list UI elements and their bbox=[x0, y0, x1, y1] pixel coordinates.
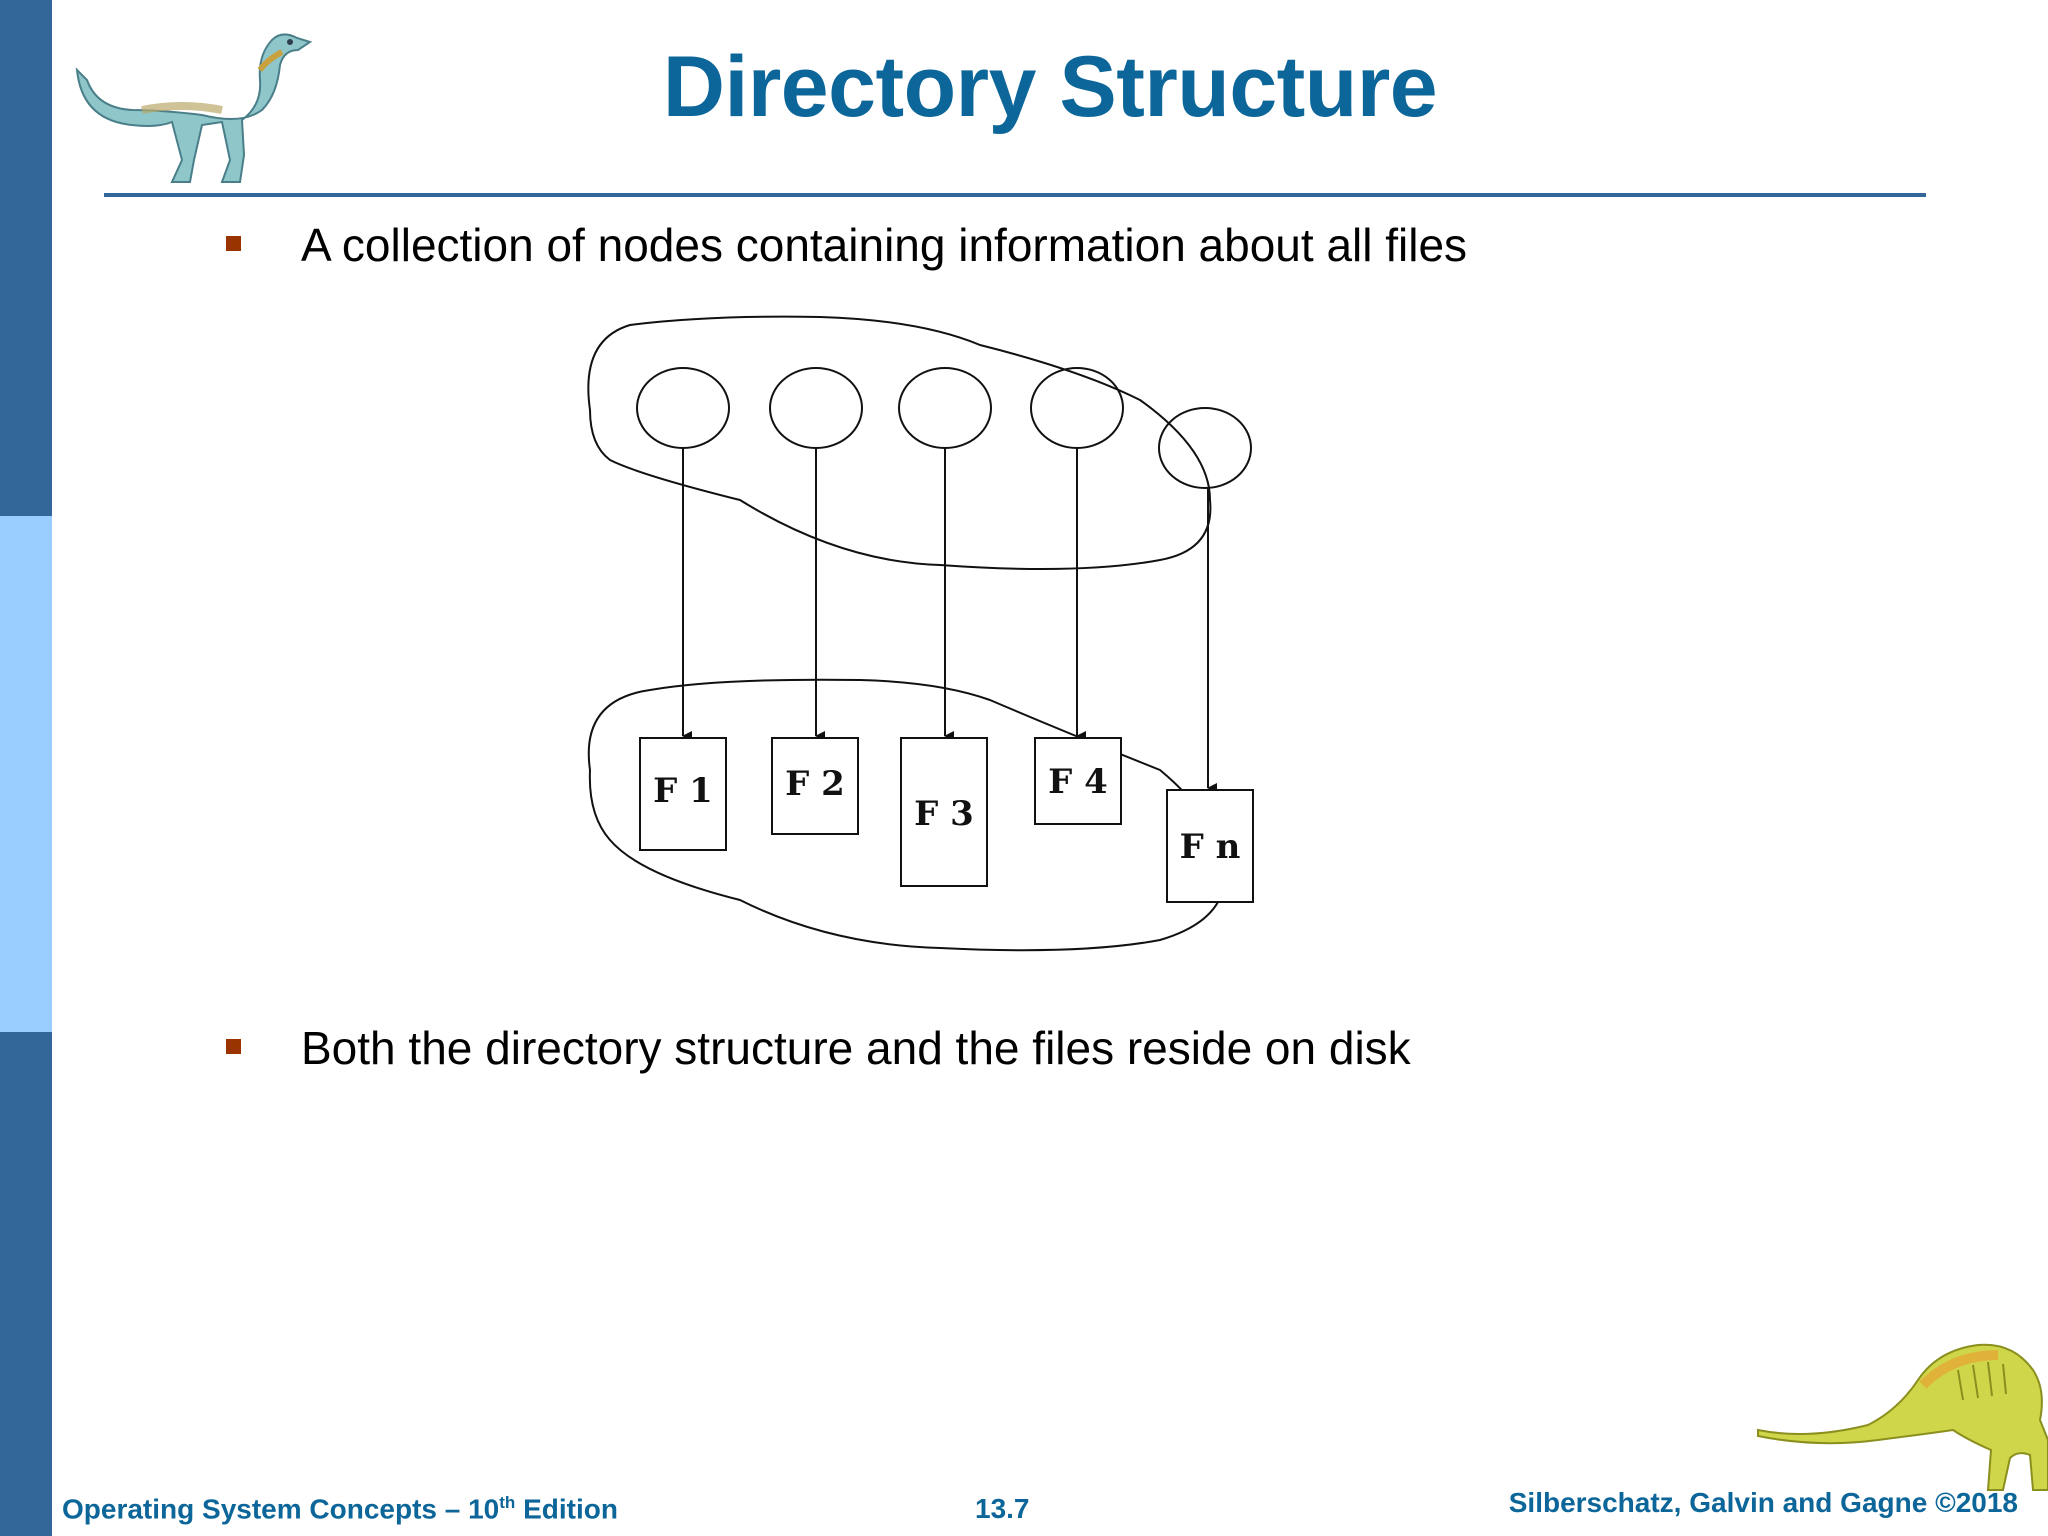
sidebar-top-band bbox=[0, 0, 52, 516]
bullet-marker bbox=[226, 1039, 241, 1054]
dinosaur-bottom-icon bbox=[1757, 1343, 2048, 1491]
file-label: F n bbox=[1180, 827, 1241, 867]
file-label: F 4 bbox=[1048, 762, 1108, 802]
footer-page-number: 13.7 bbox=[975, 1493, 1030, 1524]
directory-structure-diagram: F 1 F 2 F 3 F 4 F n bbox=[587, 315, 1254, 952]
footer-title-suffix: Edition bbox=[515, 1493, 618, 1525]
bullet-marker bbox=[226, 236, 241, 251]
directory-outline bbox=[587, 315, 1212, 570]
bullet-text: A collection of nodes containing informa… bbox=[301, 219, 1468, 271]
bullet-text: Both the directory structure and the fil… bbox=[301, 1022, 1411, 1074]
directory-node bbox=[1158, 407, 1252, 489]
title-divider bbox=[104, 193, 1926, 197]
file-label: F 3 bbox=[914, 794, 974, 834]
footer-title-prefix: Operating System Concepts – 10 bbox=[62, 1493, 500, 1525]
file-box bbox=[639, 737, 727, 851]
footer-book-title: Operating System Concepts – 10th Edition bbox=[62, 1493, 618, 1525]
directory-node bbox=[898, 367, 992, 449]
dinosaur-top-icon bbox=[75, 33, 313, 183]
file-label: F 2 bbox=[785, 764, 845, 804]
footer-authors: Silberschatz, Galvin and Gagne ©2018 bbox=[1508, 1487, 2018, 1518]
sidebar-bottom-band bbox=[0, 1032, 52, 1536]
bullet-item: A collection of nodes containing informa… bbox=[226, 215, 1467, 275]
footer-title-sup: th bbox=[499, 1493, 516, 1512]
directory-node bbox=[636, 367, 730, 449]
file-box bbox=[1166, 789, 1254, 903]
file-box bbox=[1034, 737, 1122, 825]
bullet-item: Both the directory structure and the fil… bbox=[226, 1018, 1411, 1078]
sidebar-middle-band bbox=[0, 516, 52, 1032]
file-label: F 1 bbox=[653, 771, 713, 811]
directory-node bbox=[769, 367, 863, 449]
slide-title: Directory Structure bbox=[662, 39, 1438, 135]
directory-node bbox=[1030, 367, 1124, 449]
file-box bbox=[900, 737, 988, 887]
file-box bbox=[771, 737, 859, 835]
